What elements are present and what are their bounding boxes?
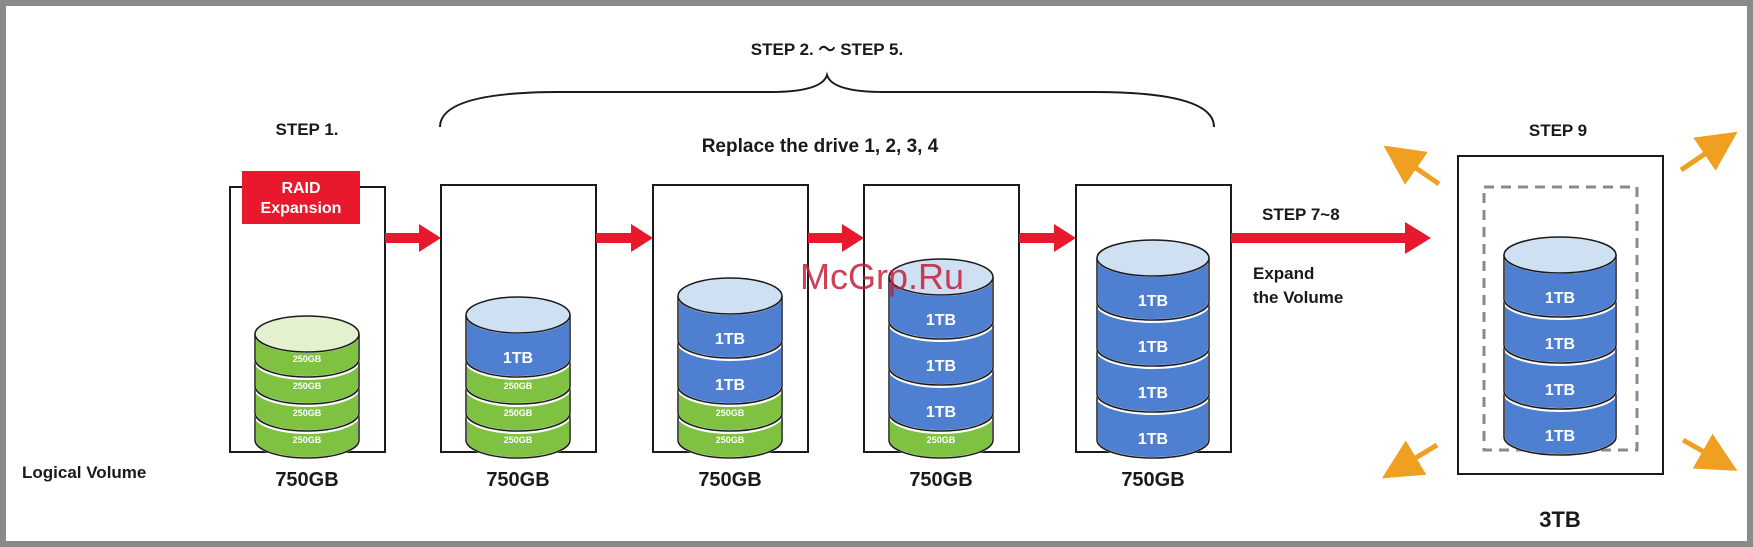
disk-stack-stage-3: 250GB 250GB 1TB 1TB bbox=[678, 278, 782, 458]
disk-capacity-label: 250GB bbox=[927, 435, 956, 445]
step1-label: STEP 1. bbox=[276, 120, 339, 139]
disk-capacity-label: 1TB bbox=[1138, 339, 1168, 356]
volume-label-final: 3TB bbox=[1539, 507, 1581, 532]
disk-capacity-label: 250GB bbox=[716, 408, 745, 418]
volume-label-stage-3: 750GB bbox=[698, 469, 761, 491]
step7-8-label: STEP 7~8 bbox=[1262, 205, 1340, 224]
disk-capacity-label: 1TB bbox=[1138, 293, 1168, 310]
disk-capacity-label: 1TB bbox=[926, 312, 956, 329]
disk-capacity-label: 1TB bbox=[926, 358, 956, 375]
watermark: McGrp.Ru bbox=[800, 256, 964, 297]
arrow-2-3 bbox=[596, 224, 653, 252]
expand-label-line1: Expand bbox=[1253, 264, 1314, 283]
disk-capacity-label: 1TB bbox=[1138, 385, 1168, 402]
disk-capacity-label: 250GB bbox=[293, 354, 322, 364]
expand-label-line2: the Volume bbox=[1253, 288, 1343, 307]
volume-label-stage-2: 750GB bbox=[486, 469, 549, 491]
orange-arrow-bottom-left bbox=[1399, 445, 1437, 468]
disk-stack-top bbox=[1097, 240, 1209, 276]
disk-capacity-label: 250GB bbox=[293, 381, 322, 391]
disk-capacity-label: 1TB bbox=[503, 350, 533, 367]
disk-capacity-label: 1TB bbox=[1545, 382, 1575, 399]
arrow-1-2 bbox=[385, 224, 441, 252]
disk-capacity-label: 250GB bbox=[293, 408, 322, 418]
disk-capacity-label: 1TB bbox=[1138, 431, 1168, 448]
curly-brace bbox=[440, 75, 1214, 127]
disk-capacity-label: 250GB bbox=[293, 435, 322, 445]
disk-stack-top bbox=[678, 278, 782, 314]
disk-capacity-label: 250GB bbox=[716, 435, 745, 445]
volume-label-stage-5: 750GB bbox=[1121, 469, 1184, 491]
disk-capacity-label: 1TB bbox=[1545, 290, 1575, 307]
arrow-4-5 bbox=[1019, 224, 1076, 252]
arrow-expand-volume bbox=[1231, 222, 1431, 254]
disk-capacity-label: 1TB bbox=[1545, 428, 1575, 445]
disk-stack-stage-5: 1TB 1TB 1TB 1TB bbox=[1097, 240, 1209, 458]
volume-label-stage-4: 750GB bbox=[909, 469, 972, 491]
disk-capacity-label: 1TB bbox=[715, 331, 745, 348]
disk-capacity-label: 250GB bbox=[504, 435, 533, 445]
disk-capacity-label: 250GB bbox=[504, 381, 533, 391]
disk-stack-stage-1: 250GB 250GB 250GB 250GB bbox=[255, 316, 359, 458]
volume-label-stage-1: 750GB bbox=[275, 469, 338, 491]
orange-arrow-top-right bbox=[1681, 143, 1721, 170]
disk-capacity-label: 1TB bbox=[715, 377, 745, 394]
badge-line1: RAID bbox=[281, 180, 320, 197]
disk-capacity-label: 1TB bbox=[926, 404, 956, 421]
disk-stack-stage-6: 1TB 1TB 1TB 1TB bbox=[1504, 237, 1616, 455]
badge-line2: Expansion bbox=[261, 200, 342, 217]
replace-drives-label: Replace the drive 1, 2, 3, 4 bbox=[702, 136, 939, 157]
logical-volume-label: Logical Volume bbox=[22, 463, 146, 482]
disk-capacity-label: 1TB bbox=[1545, 336, 1575, 353]
disk-capacity-label: 250GB bbox=[504, 408, 533, 418]
orange-arrow-bottom-right bbox=[1683, 440, 1720, 461]
step2-5-label: STEP 2. ～ STEP 5. bbox=[751, 40, 903, 59]
disk-stack-top bbox=[1504, 237, 1616, 273]
disk-stack-top bbox=[466, 297, 570, 333]
disk-stack-stage-2: 250GB 250GB 250GB 1TB bbox=[466, 297, 570, 458]
arrow-3-4 bbox=[808, 224, 864, 252]
step9-label: STEP 9 bbox=[1529, 121, 1587, 140]
orange-arrow-top-left bbox=[1400, 157, 1439, 184]
disk-stack-top bbox=[255, 316, 359, 352]
